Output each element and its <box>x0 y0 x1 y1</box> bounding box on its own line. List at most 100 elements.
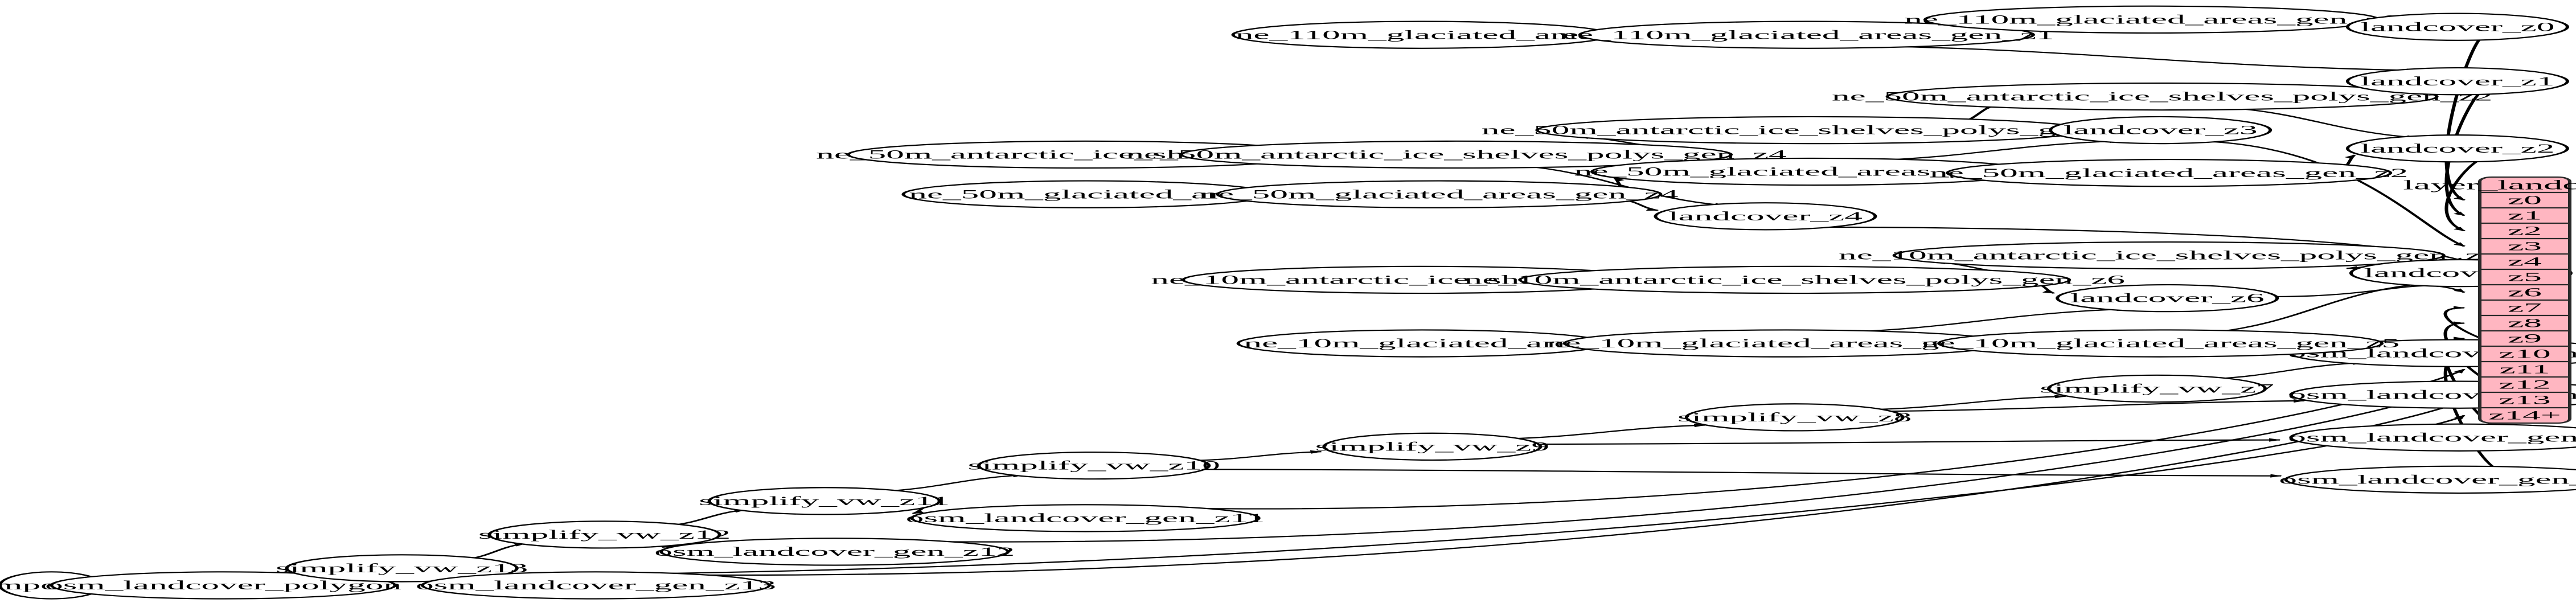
node-landcover_z4[interactable]: landcover_z4 <box>1654 202 1877 231</box>
edge-simplify_vw_z10-to-osm_landcover_gen_z10 <box>1201 469 2283 478</box>
node-osm_landcover_gen_z13[interactable]: osm_landcover_gen_z13 <box>416 571 776 600</box>
node-simplify_vw_z9[interactable]: simplify_vw_z9 <box>1315 432 1550 461</box>
table-row-z8[interactable]: z8 <box>2508 316 2542 330</box>
table-row-z1[interactable]: z1 <box>2508 208 2542 223</box>
node-ne_50m_antarctic_ice_shelves_polys_gen_z4[interactable]: ne_50m_antarctic_ice_shelves_polys_gen_z… <box>1126 140 1787 169</box>
node-landcover_z1[interactable]: landcover_z1 <box>2345 67 2569 96</box>
edge-simplify_vw_z10-to-simplify_vw_z9 <box>1195 450 1323 461</box>
node-ellipse <box>1322 432 1543 461</box>
node-label: landcover_z2 <box>2360 141 2554 155</box>
node-ellipse <box>285 554 519 583</box>
node-ne_110m_glaciated_areas_gen_z1[interactable]: ne_110m_glaciated_areas_gen_z1 <box>1559 20 2054 49</box>
node-ellipse <box>2345 134 2569 163</box>
node-ellipse <box>910 504 1261 532</box>
node-ellipse <box>977 451 1211 480</box>
node-label: simplify_vw_z10 <box>968 458 1220 473</box>
layer-landcover-table: layer_landcoverz0z1z2z3z4z5z6z7z8z9z10z1… <box>2403 176 2576 424</box>
node-ne_10m_antarctic_ice_shelves_polys_gen_z5[interactable]: ne_10m_antarctic_ice_shelves_polys_gen_z… <box>1839 241 2499 270</box>
table-row-z5[interactable]: z5 <box>2508 270 2542 284</box>
node-ellipse <box>1179 140 1733 169</box>
table-row-z12[interactable]: z12 <box>2499 378 2550 392</box>
node-ellipse <box>1892 241 2446 270</box>
node-label: landcover_z6 <box>2070 291 2265 305</box>
edge-ne_50m_antarctic_ice_shelves_polys_gen_z2-to-landcover_z2 <box>2223 106 2419 139</box>
edge-simplify_vw_z12-to-simplify_vw_z11 <box>667 509 746 527</box>
edge-simplify_vw_z7-to-osm_landcover_gen_z7 <box>2208 361 2365 380</box>
table-row-z3[interactable]: z3 <box>2508 239 2542 253</box>
node-label: ne_50m_antarctic_ice_shelves_polys_gen_z… <box>1832 89 2492 104</box>
node-osm_landcover_gen_z12[interactable]: osm_landcover_gen_z12 <box>654 538 1015 566</box>
node-ne_50m_glaciated_areas[interactable]: ne_50m_glaciated_areas <box>901 180 1273 208</box>
table-row-z7[interactable]: z7 <box>2508 301 2542 315</box>
edge-ne_110m_glaciated_areas_gen_z1-to-landcover_z1 <box>1857 44 2419 72</box>
node-ellipse <box>707 487 941 515</box>
node-label: osm_landcover_gen_z10 <box>2279 473 2576 487</box>
node-osm_landcover_gen_z11[interactable]: osm_landcover_gen_z11 <box>906 504 1265 532</box>
node-ellipse <box>1885 82 2439 111</box>
table-row-z9[interactable]: z9 <box>2508 331 2542 346</box>
table-row-z11[interactable]: z11 <box>2499 362 2550 376</box>
node-osm_landcover_polygon[interactable]: osm_landcover_polygon <box>45 571 401 600</box>
edge-simplify_vw_z9-to-simplify_vw_z8 <box>1506 424 1707 440</box>
node-label: osm_landcover_polygon <box>45 579 401 593</box>
node-osm_landcover_gen_z9[interactable]: osm_landcover_gen_z9 <box>2288 423 2576 452</box>
table-row-z13[interactable]: z13 <box>2499 393 2550 407</box>
node-label: ne_110m_glaciated_areas_gen_z1 <box>1559 28 2054 42</box>
node-label: ne_10m_glaciated_areas_gen_z5 <box>1921 337 2399 351</box>
node-ellipse <box>1937 329 2384 358</box>
table-row-z4[interactable]: z4 <box>2508 255 2542 269</box>
node-label: ne_10m_antarctic_ice_shelves_polys_gen_z… <box>1465 273 2125 287</box>
node-simplify_vw_z11[interactable]: simplify_vw_z11 <box>699 487 950 515</box>
edge-simplify_vw_z11-to-simplify_vw_z10 <box>879 474 1025 493</box>
node-label: simplify_vw_z12 <box>478 528 731 542</box>
node-ne_50m_glaciated_areas_gen_z2[interactable]: ne_50m_glaciated_areas_gen_z2 <box>1930 158 2408 187</box>
node-ne_50m_antarctic_ice_shelves_polys_gen_z2[interactable]: ne_50m_antarctic_ice_shelves_polys_gen_z… <box>1832 82 2492 111</box>
table-row-z10[interactable]: z10 <box>2499 347 2550 361</box>
node-simplify_vw_z8[interactable]: simplify_vw_z8 <box>1677 403 1912 432</box>
node-ellipse <box>2049 116 2273 145</box>
node-label: landcover_z1 <box>2360 74 2554 88</box>
node-landcover_z3[interactable]: landcover_z3 <box>2049 116 2273 145</box>
node-ellipse <box>1654 202 1877 231</box>
node-label: ne_110m_glaciated_areas <box>1236 28 1609 42</box>
node-landcover_z0[interactable]: landcover_z0 <box>2345 13 2569 41</box>
node-ne_10m_glaciated_areas_gen_z5[interactable]: ne_10m_glaciated_areas_gen_z5 <box>1921 329 2399 358</box>
edge-landcover_z2-to-table_z2 <box>2444 158 2483 232</box>
node-ellipse <box>487 520 721 549</box>
node-ne_10m_antarctic_ice_shelves_polys_gen_z6[interactable]: ne_10m_antarctic_ice_shelves_polys_gen_z… <box>1465 265 2125 294</box>
node-label: osm_landcover_gen_z12 <box>654 545 1015 559</box>
node-ellipse <box>2056 284 2279 313</box>
node-label: ne_10m_antarctic_ice_shelves_polys_gen_z… <box>1839 248 2499 263</box>
node-label: landcover_z3 <box>2064 123 2258 137</box>
node-ellipse <box>1216 180 1663 208</box>
node-simplify_vw_z12[interactable]: simplify_vw_z12 <box>478 520 731 549</box>
node-ne_10m_glaciated_areas[interactable]: ne_10m_glaciated_areas <box>1236 329 1607 358</box>
edge-landcover_z0-to-table_z0 <box>2444 37 2484 201</box>
node-ellipse <box>1518 265 2072 294</box>
node-label: simplify_vw_z13 <box>276 561 528 576</box>
table-row-z6[interactable]: z6 <box>2508 285 2542 300</box>
node-simplify_vw_z13[interactable]: simplify_vw_z13 <box>276 554 528 583</box>
node-ellipse <box>2345 67 2569 96</box>
node-osm_landcover_gen_z10[interactable]: osm_landcover_gen_z10 <box>2279 465 2576 494</box>
node-ne_50m_glaciated_areas_gen_z4[interactable]: ne_50m_glaciated_areas_gen_z4 <box>1200 180 1679 208</box>
node-simplify_vw_z10[interactable]: simplify_vw_z10 <box>968 451 1220 480</box>
node-ellipse <box>2345 13 2569 41</box>
table-row-z14plus[interactable]: z14+ <box>2488 408 2561 423</box>
node-label: simplify_vw_z11 <box>699 494 950 509</box>
node-ellipse <box>1578 20 2035 49</box>
node-ellipse <box>50 571 397 600</box>
node-ellipse <box>2289 423 2576 452</box>
node-label: osm_landcover_gen_z9 <box>2288 430 2576 445</box>
table-row-z2[interactable]: z2 <box>2508 224 2542 238</box>
node-layer: imposm3osm_landcover_polygonsimplify_vw_… <box>0 5 2576 600</box>
node-simplify_vw_z7[interactable]: simplify_vw_z7 <box>2040 374 2274 403</box>
node-ne_50m_antarctic_ice_shelves_polys_gen_z3[interactable]: ne_50m_antarctic_ice_shelves_polys_gen_z… <box>1482 116 2142 145</box>
node-ellipse <box>1946 158 2393 187</box>
table-row-z0[interactable]: z0 <box>2508 193 2542 207</box>
node-landcover_z2[interactable]: landcover_z2 <box>2345 134 2569 163</box>
node-ne_110m_glaciated_areas[interactable]: ne_110m_glaciated_areas <box>1231 20 1613 49</box>
node-landcover_z6[interactable]: landcover_z6 <box>2056 284 2279 313</box>
